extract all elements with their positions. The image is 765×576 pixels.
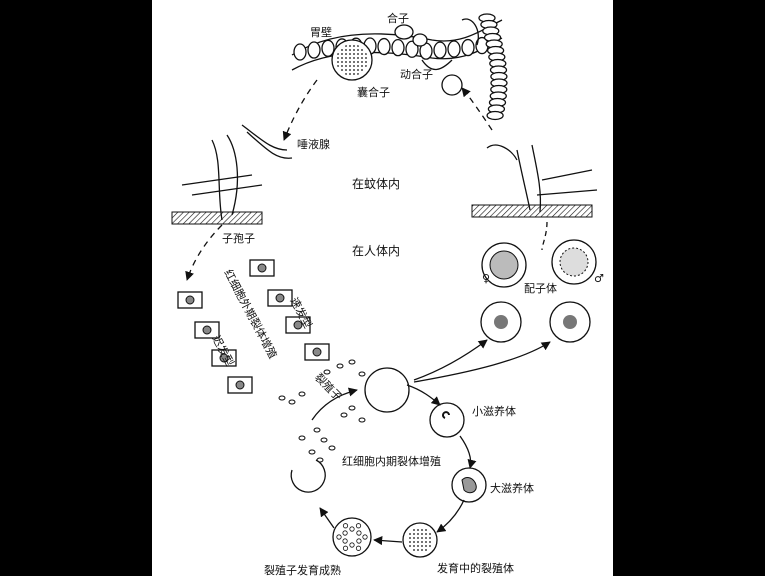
- path-to-salivary-gland: [282, 79, 318, 141]
- mosquito-proboscis-left: [181, 124, 293, 221]
- human-skin-left: [171, 211, 263, 225]
- merozoite-dot: [278, 395, 286, 401]
- wall-cell: [405, 40, 419, 58]
- path-gametocyte-up: [541, 221, 548, 251]
- mosquito-proboscis-right: [486, 144, 598, 213]
- merozoite-dot: [313, 427, 321, 433]
- label-erythro-cycle: 红细胞内期裂体增殖: [342, 454, 441, 468]
- liver-cell-nucleus: [275, 293, 285, 303]
- merozoite-dot: [348, 359, 356, 365]
- merozoite-dot: [340, 412, 348, 418]
- merozoite-dot: [358, 417, 366, 423]
- schizont-merozoite: [355, 523, 362, 529]
- schizont-merozoite: [356, 530, 362, 536]
- schizont-merozoites: [336, 523, 368, 551]
- schizont-merozoite: [336, 534, 342, 540]
- malaria-life-cycle-diagram: 胃壁 合子 动合子 囊合子 唾液腺 在蚊体内 子孢子 在人体内 红细胞外期裂体增…: [171, 11, 604, 576]
- merozoite-dot: [358, 371, 366, 377]
- arrow-to-small-trophozoite: [406, 384, 441, 406]
- ruptured-cell: [290, 459, 326, 493]
- label-salivary-gland: 唾液腺: [297, 137, 330, 151]
- liver-cell-nucleus: [235, 380, 245, 390]
- liver-cell-nucleus: [219, 353, 229, 363]
- ookinete-cell: [441, 74, 463, 96]
- ring-form: [442, 411, 450, 419]
- merozoite-dot: [328, 445, 336, 451]
- merozoite-dot: [298, 435, 306, 441]
- merozoite-dot: [308, 449, 316, 455]
- liver-cell-nucleus: [202, 325, 212, 335]
- wall-cell: [447, 40, 461, 58]
- label-in-mosquito: 在蚊体内: [352, 176, 400, 191]
- label-large-trophozoite: 大滋养体: [490, 481, 534, 495]
- label-ookinete: 动合子: [400, 67, 433, 81]
- arrow-to-large-trophozoite: [459, 435, 477, 469]
- liver-cells: [177, 259, 330, 394]
- path-sporozoite-liver: [185, 224, 223, 281]
- label-female: ♀: [482, 272, 490, 285]
- arrow-to-developing-schizont: [436, 499, 465, 533]
- label-gametocyte: 配子体: [524, 281, 557, 295]
- merozoite-dot: [323, 369, 331, 375]
- arrow-to-mature-schizont: [373, 536, 403, 546]
- wall-cell: [391, 39, 405, 57]
- schizont-merozoite: [342, 545, 349, 551]
- zygote-cell: [394, 24, 414, 40]
- wall-cell: [321, 39, 335, 57]
- schizont-merozoite: [342, 530, 348, 536]
- chain-cell: [486, 110, 504, 121]
- schizont-merozoite: [349, 526, 355, 532]
- human-skin-right: [471, 204, 593, 218]
- red-blood-cell: [364, 367, 410, 413]
- arrow-to-rupture: [319, 507, 335, 529]
- wall-cell: [433, 41, 447, 59]
- schizont-merozoite: [349, 542, 355, 548]
- label-stomach-wall: 胃壁: [310, 25, 332, 39]
- label-oocyst: 囊合子: [357, 85, 390, 99]
- schizont-merozoite: [342, 538, 348, 544]
- arrow-to-gametocyte-1: [413, 339, 488, 381]
- schizont-merozoite: [362, 534, 368, 540]
- label-zygote: 合子: [387, 11, 409, 25]
- liver-cell-nucleus: [293, 320, 303, 330]
- merozoite-dot: [336, 363, 344, 369]
- path-to-stomach: [461, 87, 493, 131]
- schizont-merozoite: [342, 523, 349, 529]
- mosquito-stomach-wall: [291, 18, 503, 96]
- merozoite-dot: [298, 391, 306, 397]
- label-small-trophozoite: 小滋养体: [472, 404, 516, 418]
- label-sporozoite: 子孢子: [222, 232, 255, 245]
- diagram-panel: 胃壁 合子 动合子 囊合子 唾液腺 在蚊体内 子孢子 在人体内 红细胞外期裂体增…: [152, 0, 613, 576]
- liver-cell-nucleus: [312, 347, 322, 357]
- label-mature-schizont: 裂殖子发育成熟: [264, 563, 341, 576]
- liver-cell-nucleus: [257, 263, 267, 273]
- schizont-merozoite: [355, 545, 362, 551]
- midgut-cell-chain: [478, 13, 508, 121]
- merozoite-dot: [348, 405, 356, 411]
- arrow-to-rbc: [311, 387, 358, 421]
- label-in-human: 在人体内: [352, 244, 400, 258]
- arrow-to-gametocyte-2: [413, 341, 551, 383]
- label-exo-cycle: 红细胞外期裂体增殖: [221, 267, 280, 361]
- label-merozoite: 裂殖子: [312, 371, 345, 404]
- label-male: ♂: [594, 272, 604, 285]
- mature-schizont-cell: [332, 517, 372, 557]
- wall-cell: [461, 38, 475, 57]
- small-trophozoite-cell: [429, 402, 465, 438]
- merozoite-dot: [288, 399, 296, 405]
- schizont-merozoite: [356, 538, 362, 544]
- liver-cell-nucleus: [185, 295, 195, 305]
- label-developing-schizont: 发育中的裂殖体: [437, 561, 514, 575]
- wall-cell: [293, 43, 307, 61]
- wall-cell: [377, 37, 391, 56]
- merozoite-dot: [320, 437, 328, 443]
- wall-cell: [307, 41, 321, 59]
